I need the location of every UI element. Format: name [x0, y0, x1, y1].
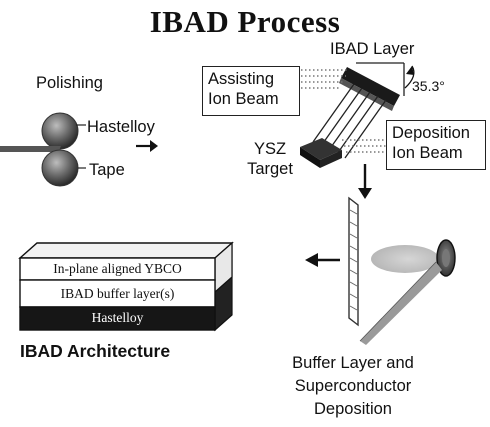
layer-buffer-label: IBAD buffer layer(s) — [60, 286, 175, 301]
polishing-rollers — [0, 112, 158, 187]
deposition-line1: Deposition — [392, 124, 470, 142]
upper-roller — [41, 112, 79, 150]
deposition-line2: Ion Beam — [392, 144, 463, 162]
page-title: IBAD Process — [149, 4, 341, 39]
layer-ybco-label: In-plane aligned YBCO — [53, 261, 182, 276]
ion-beam-lines — [312, 83, 387, 159]
ysz-target-block — [300, 138, 342, 168]
ibad-layer-label: IBAD Layer — [330, 40, 415, 58]
tape-label: Tape — [89, 161, 125, 179]
substrate-plate — [348, 196, 359, 327]
left-arrow — [305, 253, 340, 267]
target-line1: YSZ — [253, 140, 287, 158]
architecture-stack — [18, 241, 234, 332]
lower-roller — [41, 149, 79, 187]
caption-line3: Deposition — [314, 400, 392, 418]
angle-label: 35.3° — [412, 78, 445, 94]
deposition-caption: Buffer Layer and Superconductor Depositi… — [278, 352, 428, 421]
assisting-beam-dots — [301, 69, 348, 89]
deposition-plume — [371, 245, 439, 273]
hastelloy-label: Hastelloy — [87, 118, 155, 136]
assisting-line2: Ion Beam — [208, 90, 279, 108]
layer-buffer — [19, 279, 216, 308]
caption-line2: Superconductor — [294, 377, 412, 395]
target-line2: Target — [247, 160, 293, 178]
layer-hastelloy — [19, 306, 216, 331]
tape-strip — [0, 146, 61, 152]
caption-line1: Buffer Layer and — [292, 354, 414, 372]
deposition-ion-beam-box: Deposition Ion Beam — [386, 120, 486, 170]
laser-beam — [360, 262, 442, 345]
architecture-caption: IBAD Architecture — [20, 341, 171, 361]
polishing-label: Polishing — [36, 74, 103, 92]
ysz-target-label: YSZ Target — [245, 139, 295, 179]
assisting-ion-beam-box: Assisting Ion Beam — [202, 66, 300, 116]
assisting-line1: Assisting — [208, 70, 275, 88]
down-arrow — [358, 164, 372, 199]
layer-hastelloy-label: Hastelloy — [91, 310, 144, 325]
deposition-beam-dots — [342, 139, 386, 153]
